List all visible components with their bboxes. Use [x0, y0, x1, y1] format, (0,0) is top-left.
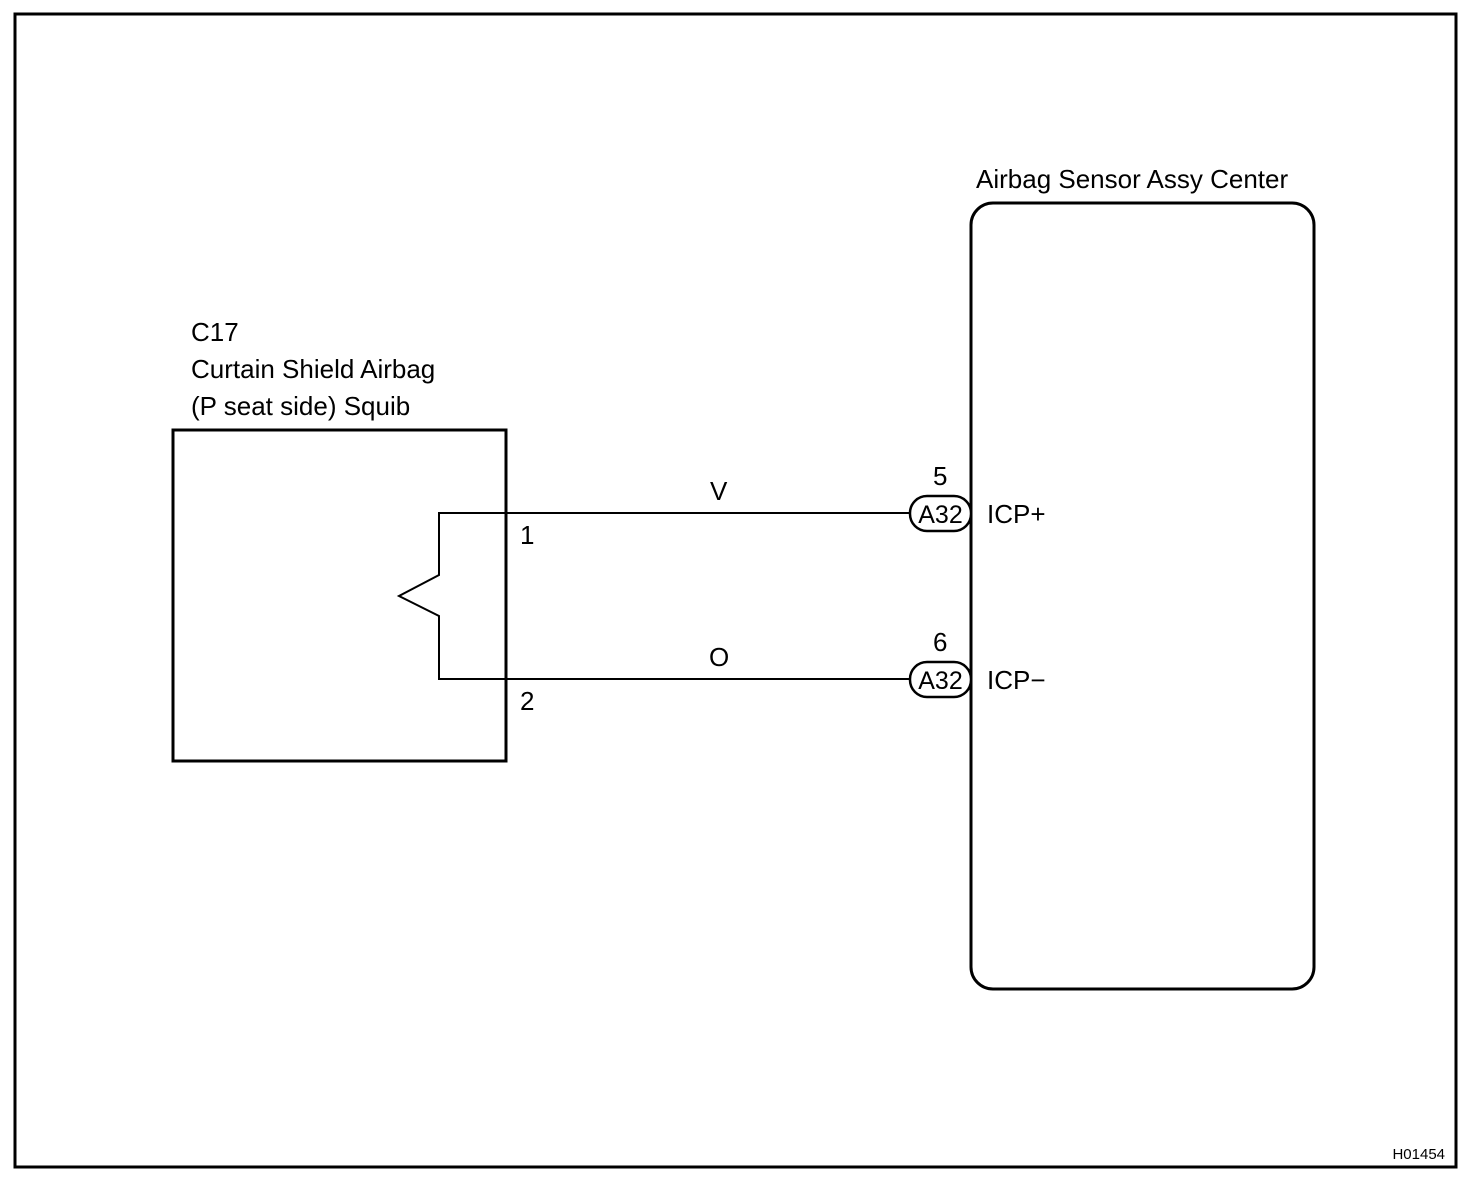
- squib-component: C17 Curtain Shield Airbag (P seat side) …: [171, 317, 508, 763]
- connector-a32-pin6-label: A32: [918, 667, 962, 695]
- squib-box: [171, 428, 508, 763]
- wire-2-color-code: O: [709, 642, 729, 672]
- squib-name-line2: (P seat side) Squib: [191, 391, 410, 421]
- connector-pin-5: 5: [933, 461, 947, 491]
- squib-pin-2: 2: [520, 686, 534, 716]
- figure-id: H01454: [1392, 1146, 1445, 1163]
- sensor-component: Airbag Sensor Assy Center: [969, 164, 1316, 991]
- wire-2: O 2 6 A32 ICP−: [506, 627, 1046, 716]
- squib-element-symbol: [396, 512, 506, 680]
- sensor-name: Airbag Sensor Assy Center: [976, 164, 1288, 194]
- connector-a32-pin5-badge: [908, 494, 973, 533]
- connector-a32-pin5-label: A32: [918, 501, 962, 529]
- diagram-frame: [13, 12, 1458, 1169]
- squib-code: C17: [191, 317, 239, 347]
- connector-a32-pin6-badge: [908, 660, 973, 699]
- squib-pin-1: 1: [520, 520, 534, 550]
- terminal-icp-minus: ICP−: [987, 665, 1046, 695]
- sensor-box: [969, 201, 1316, 991]
- wire-1: V 1 5 A32 ICP+: [506, 461, 1046, 550]
- wire-1-color-code: V: [710, 476, 728, 506]
- squib-name-line1: Curtain Shield Airbag: [191, 354, 435, 384]
- connector-pin-6: 6: [933, 627, 947, 657]
- terminal-icp-plus: ICP+: [987, 499, 1046, 529]
